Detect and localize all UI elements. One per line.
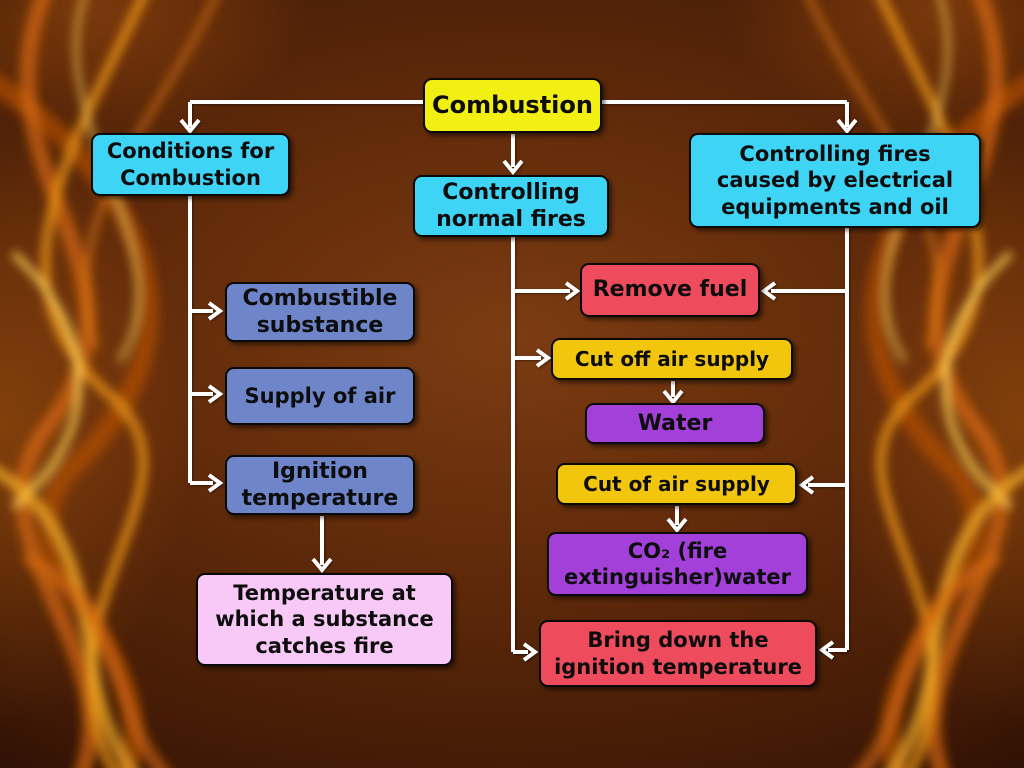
arrowhead-into-temperature-definition	[311, 557, 333, 574]
node-combustion: Combustion	[423, 78, 602, 133]
node-cut-off-air-supply: Cut off air supply	[551, 338, 793, 380]
node-co2-fire-extinguisher: CO₂ (fire extinguisher)water	[547, 532, 808, 596]
arrowhead-into-ignition	[207, 473, 224, 493]
arrowhead-into-bring-down-right	[818, 640, 835, 660]
arrowhead-into-supply-of-air	[207, 384, 224, 404]
node-conditions-for-combustion: Conditions for Combustion	[91, 133, 290, 196]
node-temperature-definition: Temperature at which a substance catches…	[196, 573, 453, 666]
arrowhead-into-electrical	[836, 118, 858, 135]
node-supply-of-air: Supply of air	[225, 367, 415, 425]
arrowhead-into-remove-fuel-right	[760, 281, 777, 301]
arrowhead-into-remove-fuel-left	[564, 281, 581, 301]
node-controlling-normal-fires: Controlling normal fires	[413, 175, 609, 237]
node-remove-fuel: Remove fuel	[580, 263, 760, 317]
left-flames	[0, 0, 219, 768]
node-ignition-temperature: Ignition temperature	[225, 455, 415, 515]
arrowhead-into-bring-down-left	[522, 642, 539, 662]
arrowhead-into-combustible	[207, 301, 224, 321]
arrowhead-into-cut-of-air	[798, 475, 815, 495]
node-combustible-substance: Combustible substance	[225, 282, 415, 342]
arrowhead-into-conditions	[179, 118, 201, 135]
arrowhead-into-water	[662, 389, 684, 406]
arrowhead-into-normal-fires	[502, 159, 524, 176]
node-bring-down-ignition-temperature: Bring down the ignition temperature	[539, 620, 817, 687]
node-controlling-electrical-fires: Controlling fires caused by electrical e…	[689, 133, 981, 228]
node-cut-of-air-supply: Cut of air supply	[556, 463, 797, 505]
node-water: Water	[585, 403, 765, 444]
arrowhead-into-cut-off-air	[535, 348, 552, 368]
arrowhead-into-co2	[666, 517, 688, 534]
